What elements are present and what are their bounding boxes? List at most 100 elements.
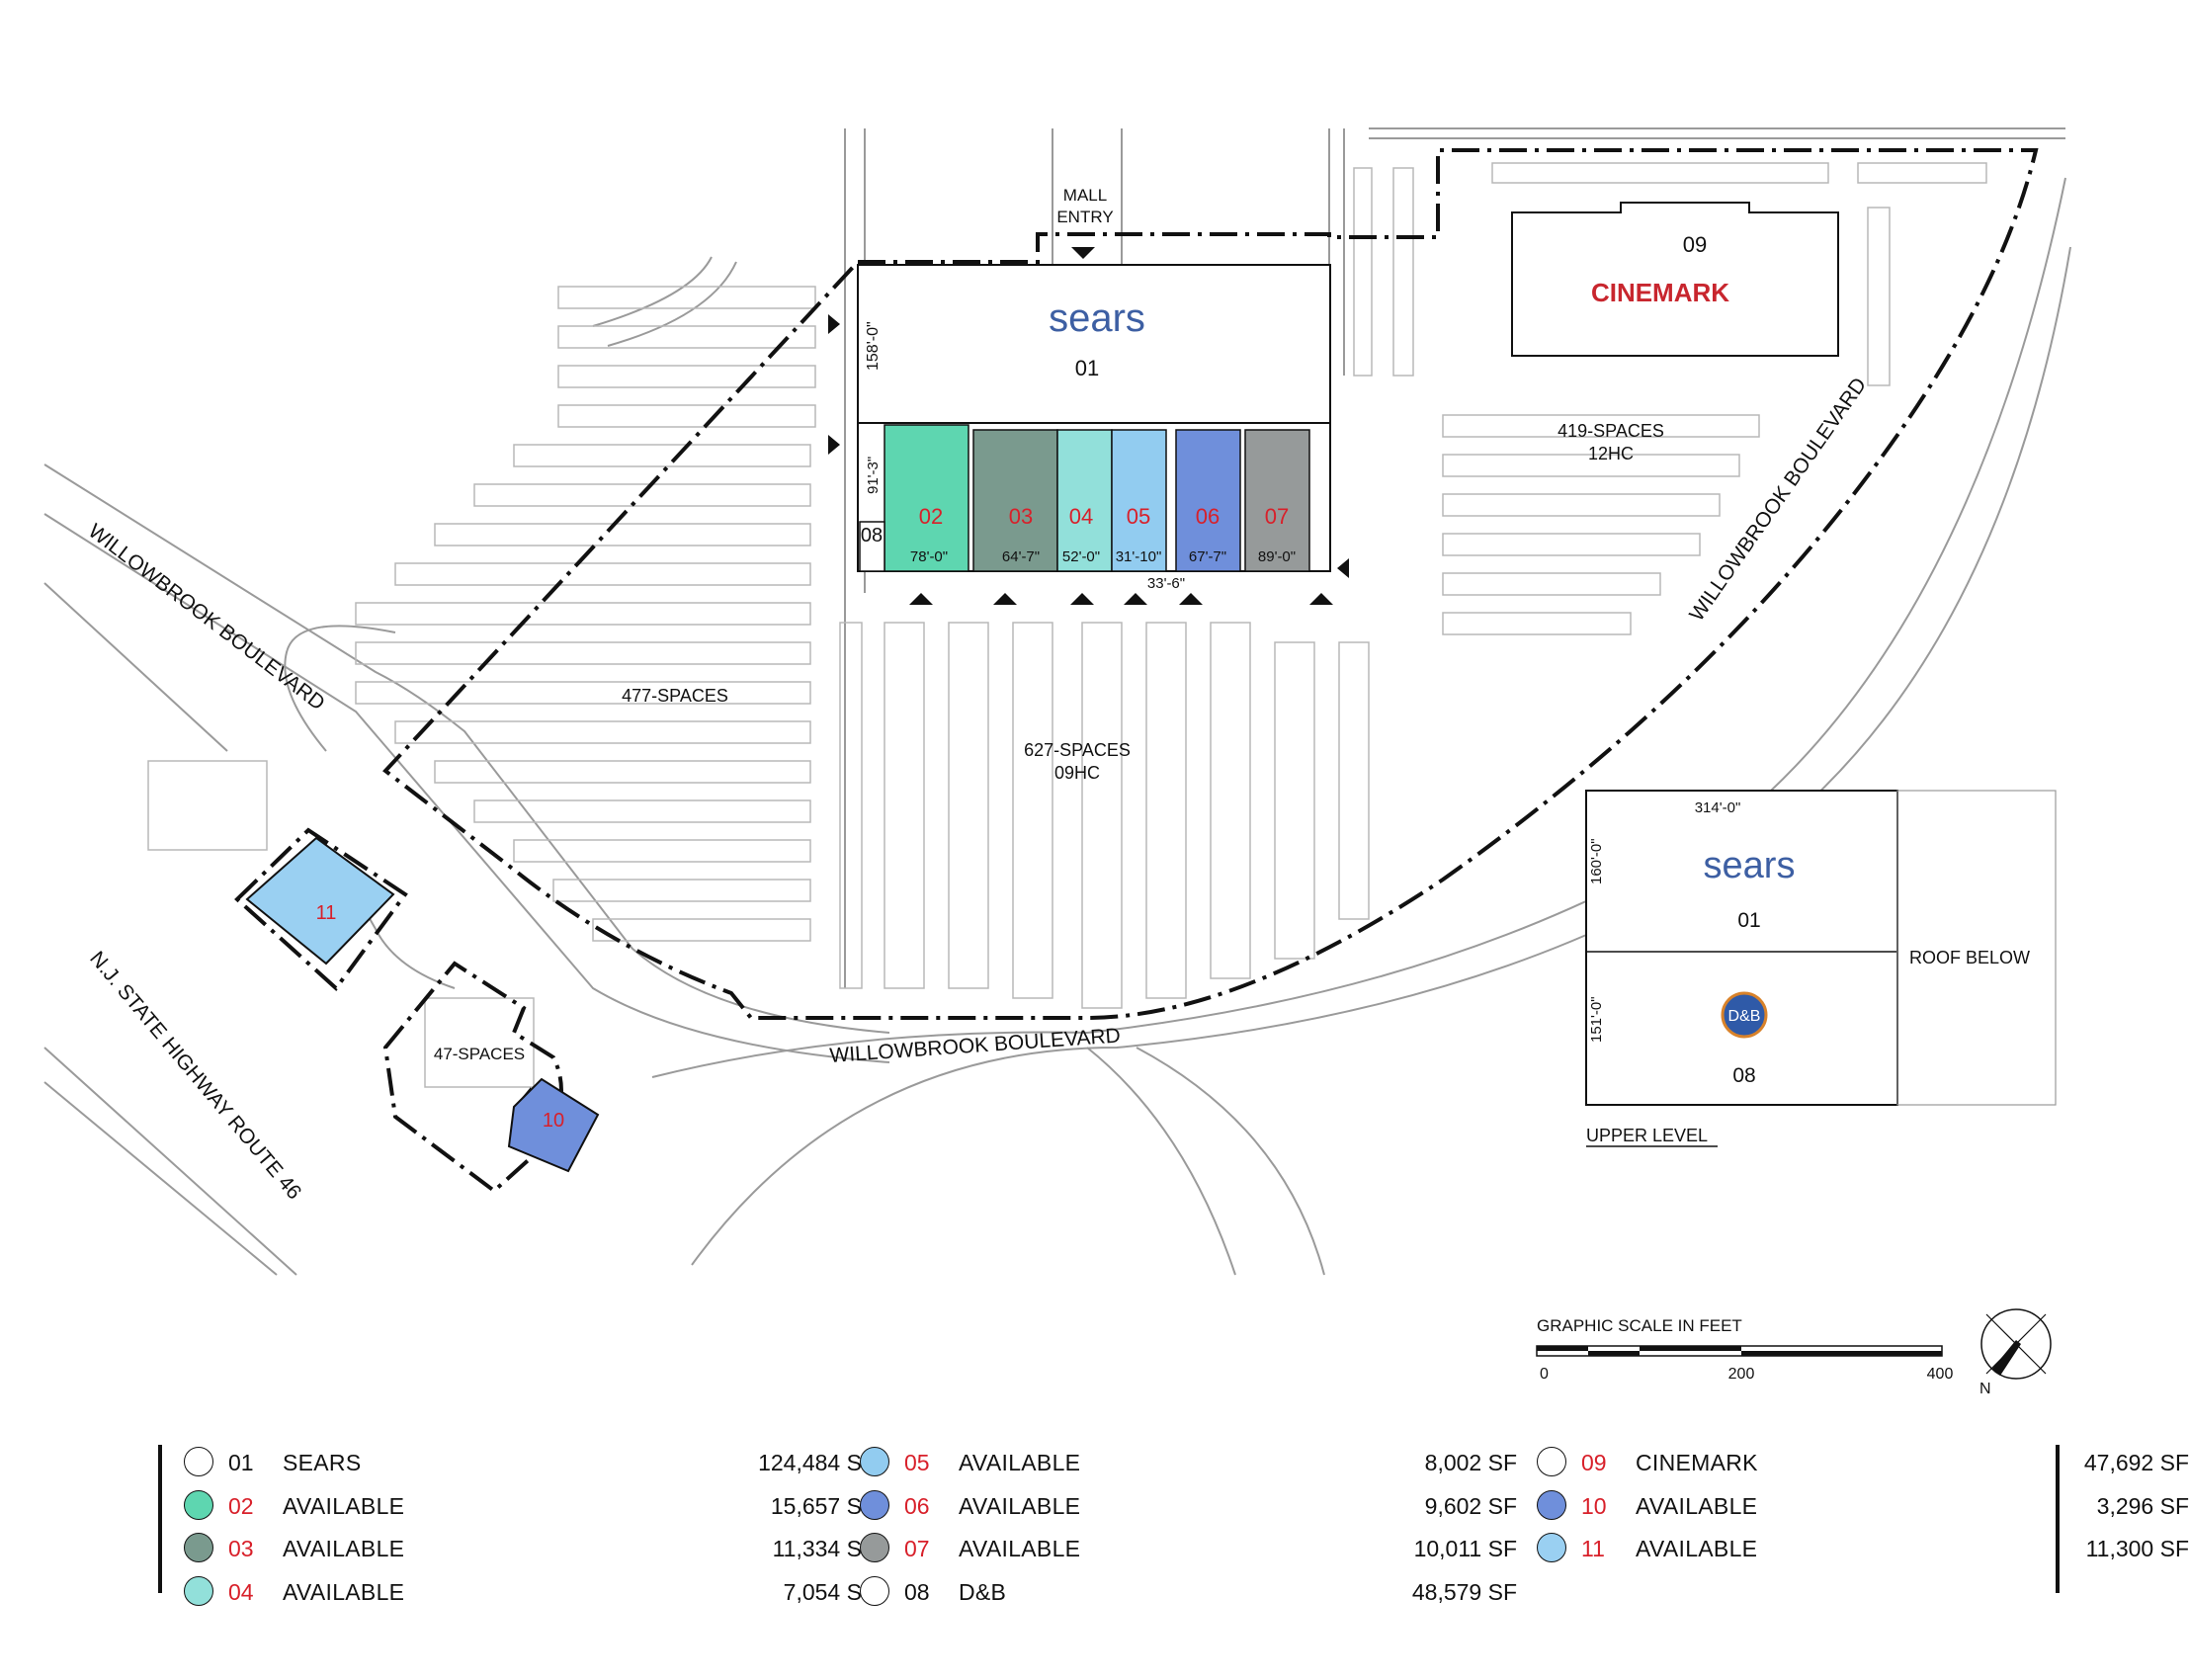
svg-text:GRAPHIC SCALE IN FEET: GRAPHIC SCALE IN FEET <box>1537 1316 1742 1335</box>
svg-text:WILLOWBROOK BOULEVARD: WILLOWBROOK BOULEVARD <box>84 520 329 715</box>
unit-color-swatch <box>860 1533 889 1562</box>
unit-07 <box>1244 429 1310 572</box>
svg-text:200: 200 <box>1728 1366 1755 1383</box>
unit-number: 08 <box>904 1578 930 1605</box>
unit-number: 05 <box>904 1450 930 1475</box>
unit-color-swatch <box>860 1447 889 1476</box>
parking-stall-rows <box>147 162 1987 1088</box>
unit-color-swatch <box>1537 1533 1566 1562</box>
unit-05 <box>1111 429 1167 572</box>
legend-row-03: 03 AVAILABLE 11,334 SF <box>184 1527 876 1570</box>
unit-area: 124,484 SF <box>758 1450 876 1475</box>
legend-right-bar <box>2056 1445 2060 1593</box>
upper-level-inset: 314'-0" sears 01 160'-0" D&B 08 151'-0" … <box>1585 790 2057 1147</box>
svg-text:sears: sears <box>1704 845 1796 886</box>
unit-04 <box>1056 429 1113 572</box>
unit-color-swatch <box>184 1489 213 1520</box>
legend-row-05: 05 AVAILABLE 8,002 SF <box>860 1441 1517 1484</box>
pad-building-10: 10 <box>507 1077 600 1173</box>
unit-legend: 01 SEARS 124,484 SF 02 AVAILABLE 15,657 … <box>0 1423 2189 1660</box>
unit-area: 11,300 SF <box>2085 1536 2189 1561</box>
unit-color-swatch <box>860 1489 889 1520</box>
unit-03 <box>972 429 1058 572</box>
svg-text:03: 03 <box>1009 504 1033 529</box>
unit-name: AVAILABLE <box>959 1536 1081 1561</box>
svg-text:UPPER LEVEL: UPPER LEVEL <box>1586 1126 1708 1145</box>
legend-left-bar <box>158 1445 162 1593</box>
unit-area: 47,692 SF <box>2083 1450 2189 1475</box>
svg-text:91'-3": 91'-3" <box>865 457 882 494</box>
svg-text:N: N <box>1979 1381 1991 1397</box>
unit-number: 07 <box>904 1536 930 1561</box>
svg-text:64'-7": 64'-7" <box>1002 548 1040 565</box>
svg-text:419-SPACES: 419-SPACES <box>1558 421 1664 441</box>
svg-text:151'-0": 151'-0" <box>1588 996 1605 1043</box>
unit-01-label: 01 <box>1075 356 1099 380</box>
unit-area: 3,296 SF <box>2096 1492 2189 1519</box>
unit-area: 8,002 SF <box>1424 1450 1517 1475</box>
unit-name: AVAILABLE <box>283 1536 405 1561</box>
svg-text:N.J. STATE HIGHWAY ROUTE 46: N.J. STATE HIGHWAY ROUTE 46 <box>85 947 305 1204</box>
unit-number: 04 <box>228 1578 254 1605</box>
legend-column-2: 05 AVAILABLE 8,002 SF 06 AVAILABLE 9,602… <box>860 1441 1517 1614</box>
svg-text:12HC: 12HC <box>1588 444 1634 463</box>
svg-text:33'-6": 33'-6" <box>1147 575 1185 592</box>
graphic-scale: GRAPHIC SCALE IN FEET 0 200 400 <box>1536 1316 1953 1383</box>
unit-name: AVAILABLE <box>1636 1492 1758 1519</box>
cinemark-logo: CINEMARK <box>1591 278 1729 307</box>
strip-labels: 02 03 04 05 06 07 08 91'-3" 78'-0" 64'-7… <box>861 457 1296 592</box>
unit-name: AVAILABLE <box>959 1450 1081 1475</box>
unit-area: 10,011 SF <box>1413 1536 1517 1561</box>
unit-name: D&B <box>959 1578 1007 1605</box>
legend-row-07: 07 AVAILABLE 10,011 SF <box>860 1527 1517 1570</box>
db-logo-icon <box>1721 991 1768 1039</box>
legend-row-10: 10 AVAILABLE 3,296 SF <box>1537 1484 2189 1528</box>
svg-text:0: 0 <box>1540 1366 1549 1383</box>
unit-number: 06 <box>904 1492 930 1519</box>
sears-logo: sears <box>1049 296 1145 340</box>
legend-row-02: 02 AVAILABLE 15,657 SF <box>184 1484 876 1528</box>
unit-02 <box>884 424 969 572</box>
pad-building-11: 11 <box>245 836 395 966</box>
unit-number: 10 <box>1581 1492 1607 1519</box>
unit-number: 11 <box>1581 1536 1605 1561</box>
svg-text:08: 08 <box>1732 1064 1755 1087</box>
unit-number: 01 <box>228 1450 254 1475</box>
svg-text:78'-0": 78'-0" <box>910 548 948 565</box>
svg-text:ROOF BELOW: ROOF BELOW <box>1909 948 2030 967</box>
sears-building: sears 01 158'-0" <box>857 264 1331 424</box>
svg-text:477-SPACES: 477-SPACES <box>622 686 728 706</box>
unit-name: SEARS <box>283 1450 362 1475</box>
svg-text:02: 02 <box>919 504 943 529</box>
retail-strip <box>857 422 1331 572</box>
unit-color-swatch <box>1537 1489 1566 1520</box>
unit-name: AVAILABLE <box>959 1492 1081 1519</box>
unit-name: AVAILABLE <box>1636 1536 1758 1561</box>
svg-text:10: 10 <box>543 1110 564 1132</box>
unit-color-swatch <box>184 1575 213 1606</box>
svg-text:05: 05 <box>1127 504 1150 529</box>
legend-row-04: 04 AVAILABLE 7,054 SF <box>184 1570 876 1614</box>
svg-text:07: 07 <box>1265 504 1289 529</box>
unit-color-swatch <box>184 1447 213 1476</box>
unit-09-label: 09 <box>1683 232 1707 257</box>
unit-area: 9,602 SF <box>1424 1492 1517 1519</box>
legend-row-08: 08 D&B 48,579 SF <box>860 1570 1517 1614</box>
unit-area: 15,657 SF <box>770 1492 876 1519</box>
legend-row-11: 11 AVAILABLE 11,300 SF <box>1537 1527 2189 1570</box>
unit-color-swatch <box>184 1533 213 1562</box>
svg-text:31'-10": 31'-10" <box>1116 548 1162 565</box>
legend-column-1: 01 SEARS 124,484 SF 02 AVAILABLE 15,657 … <box>184 1441 876 1614</box>
unit-name: AVAILABLE <box>283 1578 405 1605</box>
unit-08-small <box>859 521 885 572</box>
svg-text:08: 08 <box>861 525 883 546</box>
svg-text:01: 01 <box>1737 909 1760 932</box>
cinemark-building: 09 CINEMARK <box>1511 202 1839 357</box>
legend-column-3: 09 CINEMARK 47,692 SF 10 AVAILABLE 3,296… <box>1537 1441 2189 1570</box>
svg-text:D&B: D&B <box>1728 1008 1761 1025</box>
unit-color-swatch <box>860 1575 889 1606</box>
svg-text:627-SPACES: 627-SPACES <box>1024 740 1131 760</box>
svg-text:89'-0": 89'-0" <box>1258 548 1296 565</box>
unit-name: CINEMARK <box>1636 1450 1758 1475</box>
